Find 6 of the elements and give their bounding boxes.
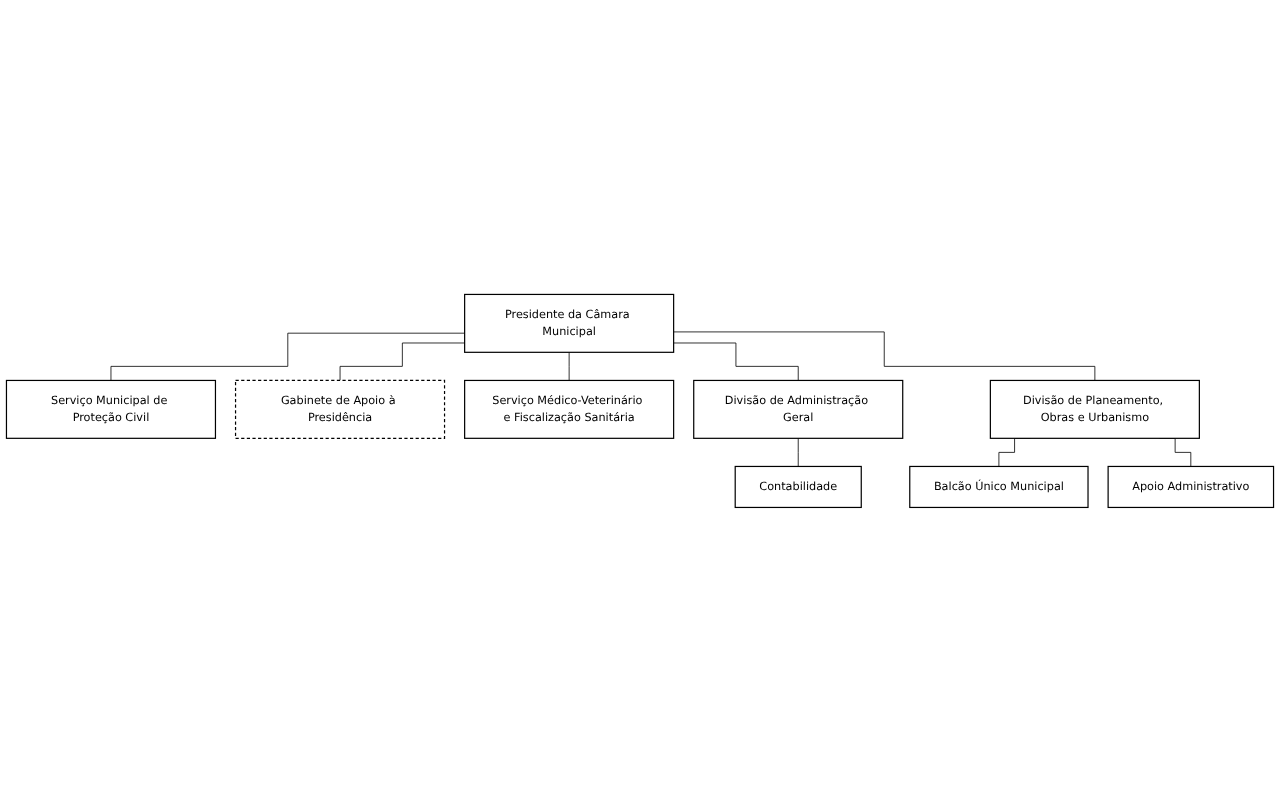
connector [339, 342, 466, 381]
connector [797, 438, 799, 467]
connector [110, 332, 466, 381]
connector [568, 351, 570, 381]
connector [673, 331, 1096, 381]
connector [673, 342, 799, 381]
